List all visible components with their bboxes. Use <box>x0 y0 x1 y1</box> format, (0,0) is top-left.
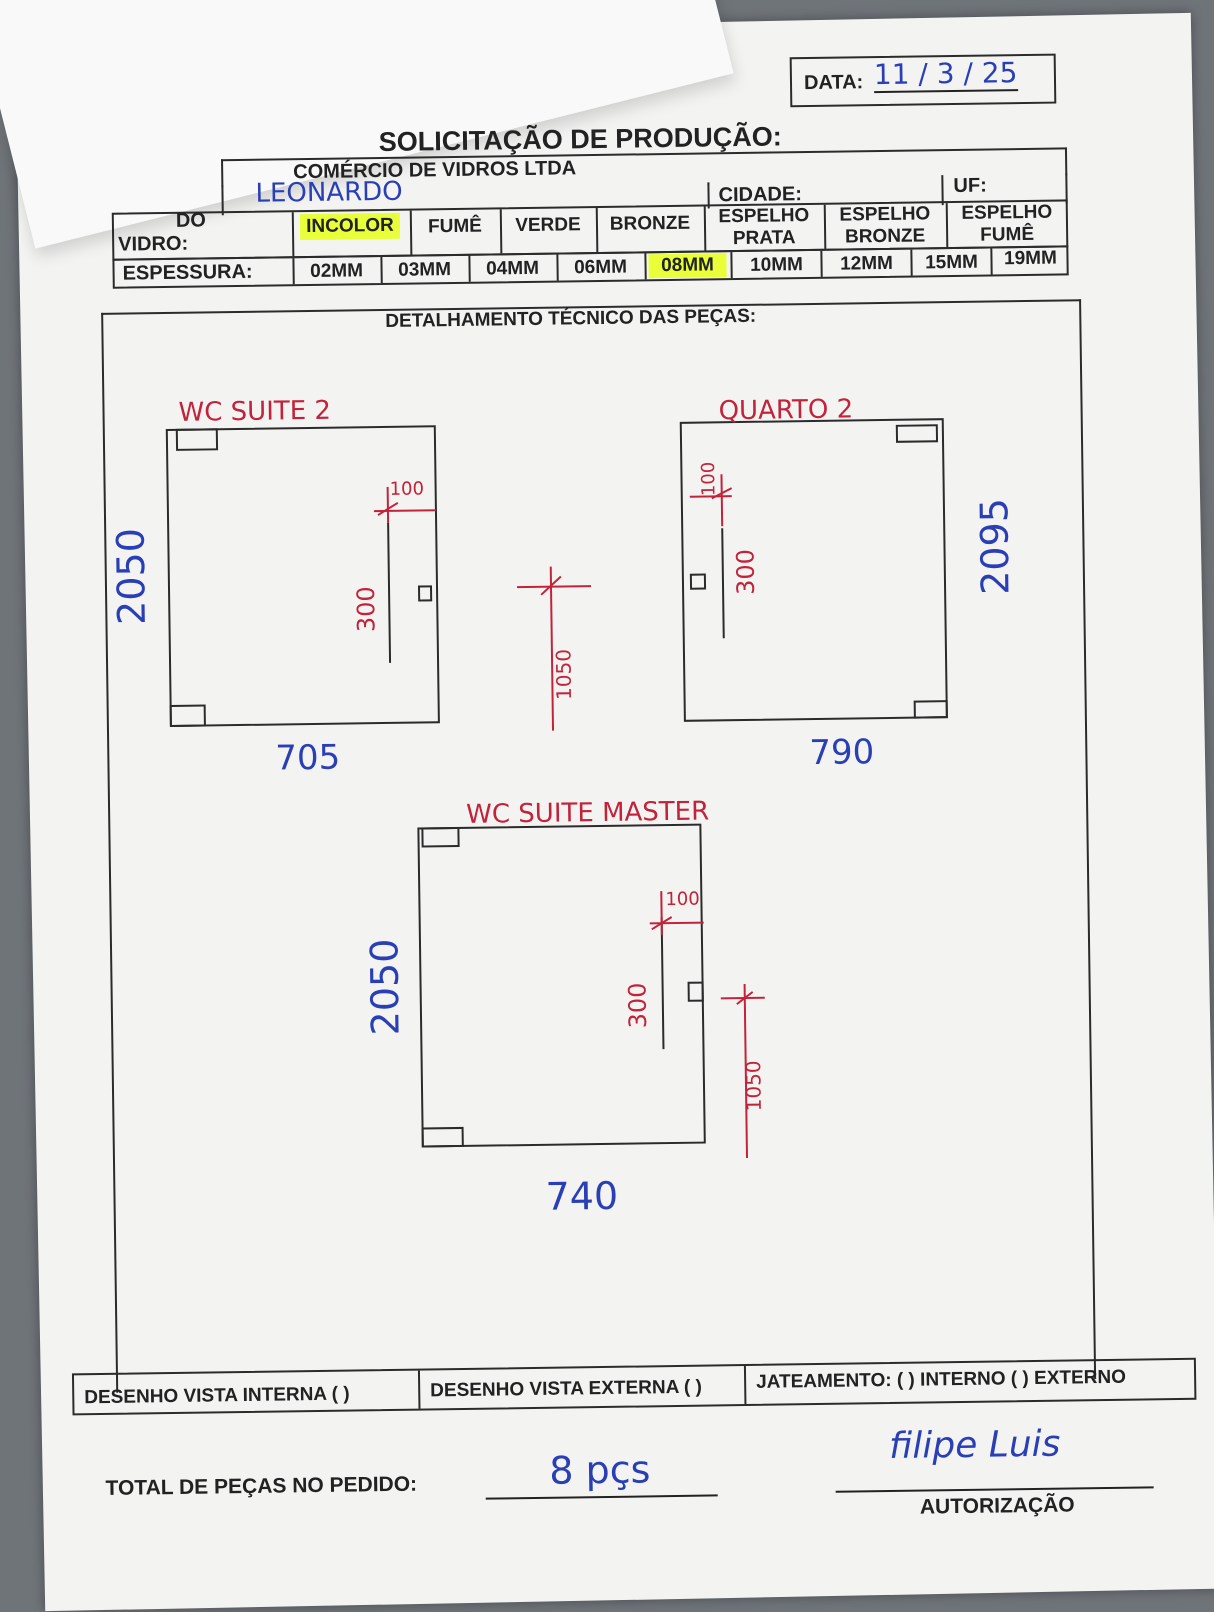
authorization-label: AUTORIZAÇÃO <box>919 1493 1075 1519</box>
piece-2-width: 790 <box>809 732 875 774</box>
piece-3-width: 740 <box>545 1173 619 1219</box>
piece-1-outline <box>165 425 440 727</box>
piece-1-name: WC SUITE 2 <box>178 395 332 428</box>
piece-3-name: WC SUITE MASTER <box>465 796 710 830</box>
piece-3-hole-offset: 100 <box>665 888 700 911</box>
piece-1-hole-offset: 100 <box>389 478 425 500</box>
piece-3-ext-height: 1050 <box>741 1060 766 1112</box>
piece-1-hole-length: 300 <box>351 586 381 633</box>
sandblast-option[interactable]: JATEAMENTO: ( ) INTERNO ( ) EXTERNO <box>755 1366 1127 1393</box>
piece-3-height: 2050 <box>362 938 408 1036</box>
internal-view-option[interactable]: DESENHO VISTA INTERNA ( ) <box>84 1383 350 1409</box>
piece-2-height: 2095 <box>972 497 1018 596</box>
piece-1-height: 2050 <box>108 527 154 626</box>
piece-2-hole-offset: 100 <box>697 461 720 497</box>
piece-3-hole-length: 300 <box>623 982 653 1029</box>
piece-1-ext-height: 1050 <box>551 648 577 701</box>
piece-2-hole-length: 300 <box>731 548 761 596</box>
total-pieces-value[interactable]: 8 pçs <box>549 1447 651 1493</box>
external-view-option[interactable]: DESENHO VISTA EXTERNA ( ) <box>430 1376 703 1402</box>
piece-1-width: 705 <box>275 737 341 779</box>
piece-2-outline <box>679 418 948 722</box>
signature: filipe Luis <box>888 1423 1061 1468</box>
piece-2-name: QUARTO 2 <box>718 394 854 427</box>
total-pieces-label: TOTAL DE PEÇAS NO PEDIDO: <box>105 1472 418 1500</box>
